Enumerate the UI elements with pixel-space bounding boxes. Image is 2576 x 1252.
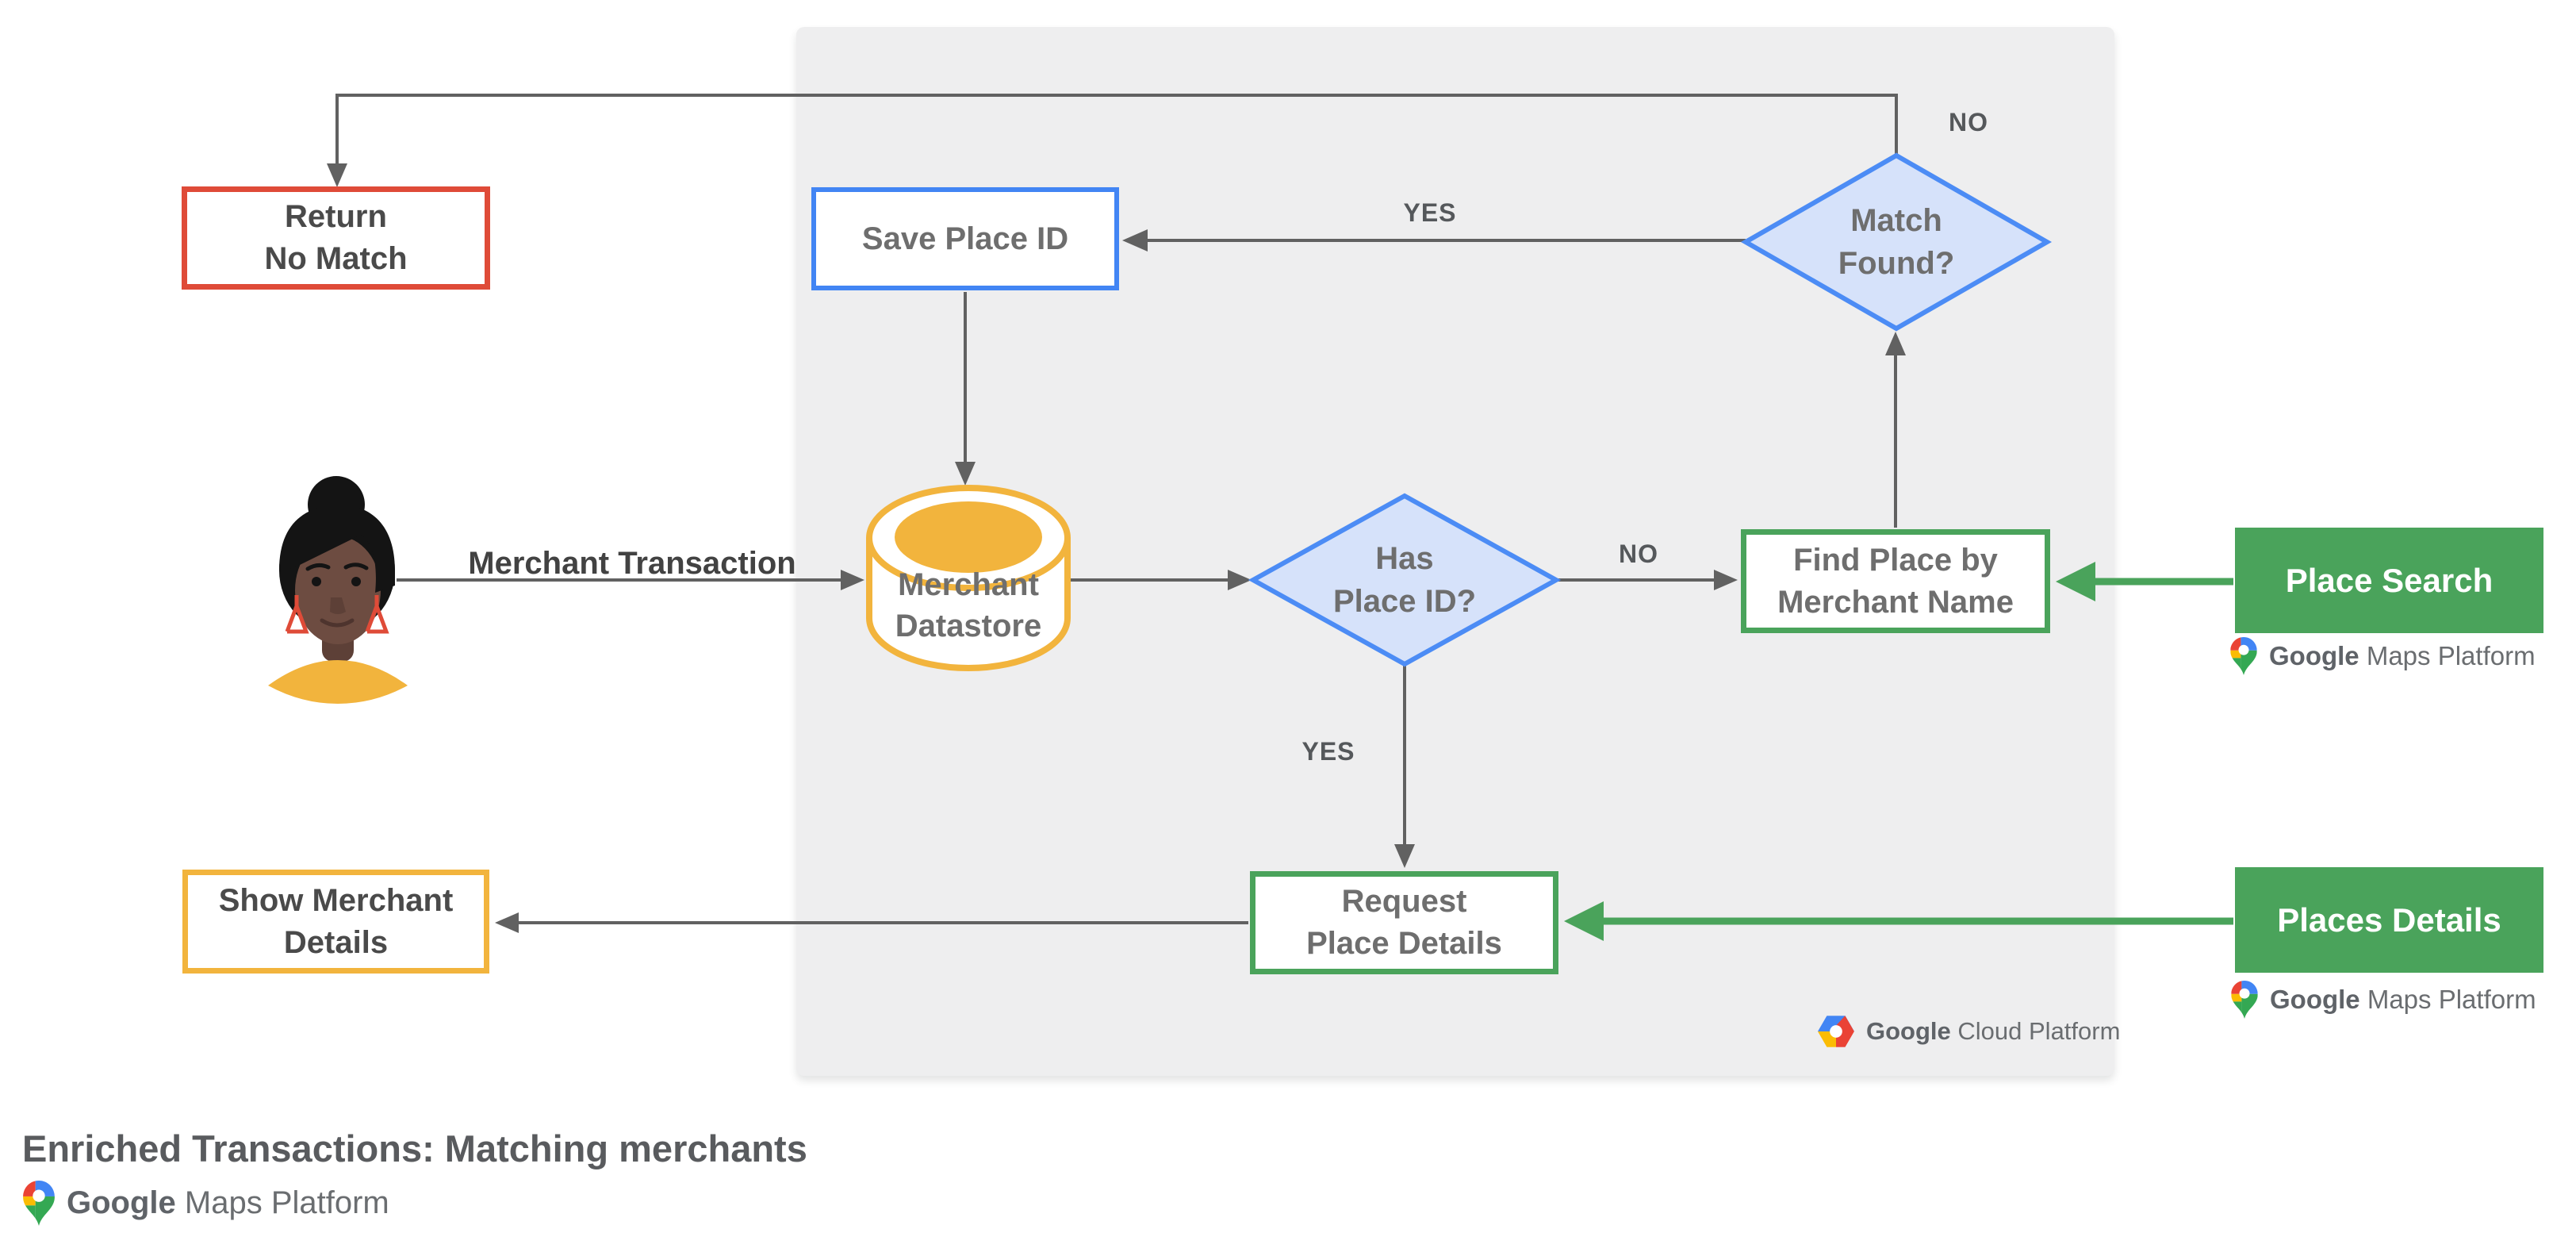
maps-platform-logo-footer: Google Maps Platform bbox=[23, 1181, 389, 1226]
node-request-place-details: Request Place Details bbox=[1250, 871, 1558, 974]
node-places-details-api: Places Details bbox=[2235, 867, 2543, 973]
logo-google-text: Google bbox=[2270, 985, 2360, 1014]
arrowhead-down-datastore bbox=[955, 462, 976, 486]
cylinder-top-inner bbox=[895, 501, 1042, 573]
maps-platform-logo-places-details: Google Maps Platform bbox=[2231, 981, 2536, 1019]
arrowhead-down-return bbox=[327, 163, 347, 187]
maps-platform-wordmark: Google Maps Platform bbox=[2270, 985, 2536, 1015]
arrowhead-left-save bbox=[1122, 229, 1148, 252]
logo-maps-platform-text: Maps Platform bbox=[175, 1185, 389, 1220]
avatar-eye-right bbox=[351, 577, 361, 586]
logo-google-text: Google bbox=[67, 1185, 176, 1220]
google-maps-pin-icon bbox=[23, 1181, 55, 1226]
avatar-shirt bbox=[268, 660, 408, 704]
page-title: Enriched Transactions: Matching merchant… bbox=[22, 1127, 807, 1169]
match-found-diamond bbox=[1740, 152, 2053, 332]
google-maps-pin-icon bbox=[2231, 981, 2258, 1019]
arrowhead-right-find bbox=[1714, 570, 1738, 590]
earring-right bbox=[365, 595, 389, 634]
arrowhead-up-match bbox=[1885, 332, 1906, 355]
maps-platform-wordmark: Google Maps Platform bbox=[67, 1185, 389, 1221]
arrowheads-gray bbox=[327, 163, 1906, 933]
maps-platform-logo-place-search: Google Maps Platform bbox=[2230, 637, 2536, 675]
maps-platform-wordmark: Google Maps Platform bbox=[2269, 641, 2536, 671]
arrowhead-left-find-green bbox=[2056, 562, 2095, 601]
person-avatar bbox=[268, 476, 408, 704]
avatar-mouth bbox=[320, 618, 355, 628]
connectors-gray bbox=[335, 94, 1898, 924]
node-return-no-match: Return No Match bbox=[182, 186, 490, 290]
avatar-earrings bbox=[285, 595, 389, 634]
google-maps-pin-icon bbox=[2230, 637, 2257, 675]
connectors-green bbox=[1604, 578, 2233, 925]
arrowhead-right-has bbox=[1228, 570, 1252, 590]
arrowhead-right-datastore bbox=[841, 570, 864, 590]
node-save-place-id: Save Place ID bbox=[811, 187, 1119, 290]
avatar-fringe bbox=[279, 505, 395, 593]
avatar-eye-left bbox=[312, 577, 321, 586]
avatar-eyebrow-left bbox=[305, 563, 331, 571]
node-show-merchant-details: Show Merchant Details bbox=[182, 870, 489, 974]
logo-maps-platform-text: Maps Platform bbox=[2359, 641, 2536, 670]
node-place-search-api: Place Search bbox=[2235, 528, 2543, 633]
arrowheads-green bbox=[1564, 562, 2095, 941]
has-place-id-diamond bbox=[1248, 493, 1562, 667]
arrowhead-left-show bbox=[495, 912, 519, 933]
merchant-datastore-cylinder bbox=[866, 485, 1071, 672]
logo-cloud-platform-text: Cloud Platform bbox=[1950, 1017, 2121, 1045]
google-cloud-hexagon-icon bbox=[1818, 1016, 1854, 1047]
cloud-platform-wordmark: Google Cloud Platform bbox=[1866, 1017, 2120, 1046]
node-find-place-by-merchant-name: Find Place by Merchant Name bbox=[1741, 529, 2050, 633]
edge-match-no-loop bbox=[335, 94, 1898, 163]
avatar-eyebrow-right bbox=[343, 563, 369, 570]
earring-left bbox=[285, 595, 309, 634]
logo-google-text: Google bbox=[2269, 641, 2359, 670]
arrowhead-left-request-green bbox=[1564, 901, 1604, 941]
avatar-nose bbox=[330, 597, 346, 614]
google-cloud-platform-logo: Google Cloud Platform bbox=[1818, 1016, 2120, 1047]
logo-google-text: Google bbox=[1866, 1017, 1951, 1045]
logo-maps-platform-text: Maps Platform bbox=[2359, 985, 2536, 1014]
arrowhead-down-request bbox=[1394, 844, 1415, 868]
